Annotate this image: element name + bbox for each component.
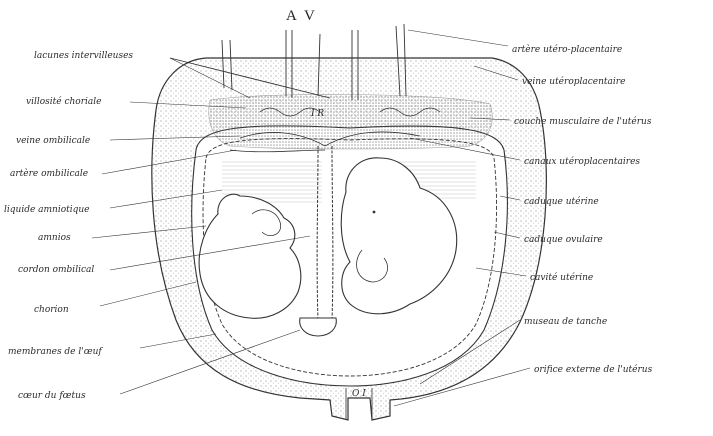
cervix-label: O I xyxy=(352,389,366,399)
label-caduque-ovulaire: caduque ovulaire xyxy=(524,235,603,245)
label-coeur: cœur du fœtus xyxy=(18,391,86,401)
fetus-right-eye xyxy=(373,211,376,214)
label-artere-ombilicale: artère ombilicale xyxy=(10,168,88,179)
label-cordon: cordon ombilical xyxy=(18,265,94,275)
placenta-center-label: I R xyxy=(310,109,324,119)
label-membranes: membranes de l'œuf xyxy=(8,347,103,357)
label-museau: museau de tanche xyxy=(524,317,607,327)
artery-letter: A xyxy=(286,8,297,24)
label-orifice: orifice externe de l'utérus xyxy=(534,364,653,375)
placenta xyxy=(209,94,492,149)
vein-letter: V xyxy=(304,8,315,24)
label-canaux: canaux utéroplacentaires xyxy=(524,156,640,167)
label-chorion: chorion xyxy=(34,305,69,315)
label-amnios: amnios xyxy=(38,233,71,243)
label-cavite-uterine: cavité utérine xyxy=(530,272,593,283)
label-veine-utero: veine utéroplacentaire xyxy=(522,76,625,87)
label-couche-musculaire: couche musculaire de l'utérus xyxy=(514,116,652,127)
label-villosite: villosité choriale xyxy=(26,96,101,107)
label-veine-ombilicale: veine ombilicale xyxy=(16,136,90,146)
label-liquide-amniotique: liquide amniotique xyxy=(4,205,90,215)
label-caduque-uterine: caduque utérine xyxy=(524,196,599,207)
label-artere-utero: artère utéro-placentaire xyxy=(512,44,622,55)
label-lacunes: lacunes intervilleuses xyxy=(34,51,133,61)
